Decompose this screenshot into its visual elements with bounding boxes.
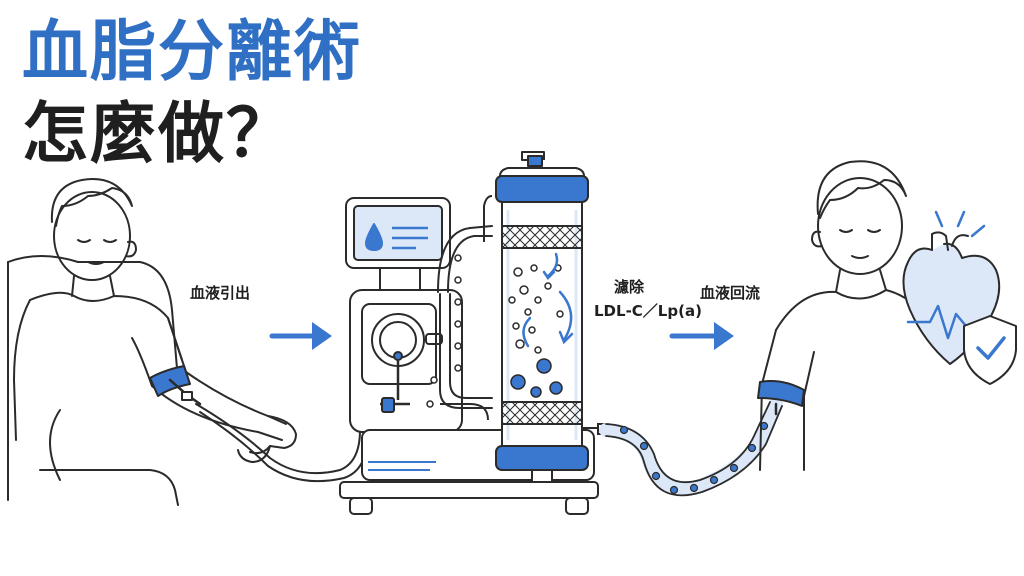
filter-mesh-bottom <box>501 401 583 425</box>
blood-drop-icon <box>365 223 383 251</box>
return-beads <box>619 421 769 495</box>
head-left <box>53 191 131 281</box>
hair-left <box>50 178 133 227</box>
torso-left <box>29 291 183 361</box>
chair-seat <box>39 469 179 506</box>
arrow-return <box>669 322 734 350</box>
machine-body <box>349 289 463 433</box>
column-cap-top <box>495 175 589 203</box>
shield-check-icon <box>963 315 1017 385</box>
label-blood-draw: 血液引出 <box>190 284 251 302</box>
label-filter-target: LDL-C／Lp(a) <box>594 302 702 320</box>
chair-back <box>7 255 179 381</box>
hair-right <box>816 160 907 219</box>
title-line-2: 怎麼做？ <box>22 95 294 172</box>
tube-machine-column <box>437 225 493 409</box>
sparkle-icon <box>934 210 986 238</box>
hand-left <box>249 415 297 455</box>
captured-particles <box>510 358 563 398</box>
patient-right <box>757 160 931 471</box>
filter-mesh-top <box>501 225 583 249</box>
cuff-right <box>757 380 805 407</box>
tube-beads <box>426 254 462 408</box>
head-right <box>817 177 903 275</box>
title-line-1: 血脂分離術 <box>22 13 362 90</box>
flow-arrows <box>522 252 574 348</box>
cart <box>339 481 599 499</box>
label-filter-title: 濾除 <box>614 278 645 296</box>
label-blood-return: 血液回流 <box>700 284 761 302</box>
arrow-draw <box>269 322 332 350</box>
lipid-particles <box>508 264 564 354</box>
column-cap-bottom <box>495 445 589 471</box>
patient-left <box>7 178 297 506</box>
